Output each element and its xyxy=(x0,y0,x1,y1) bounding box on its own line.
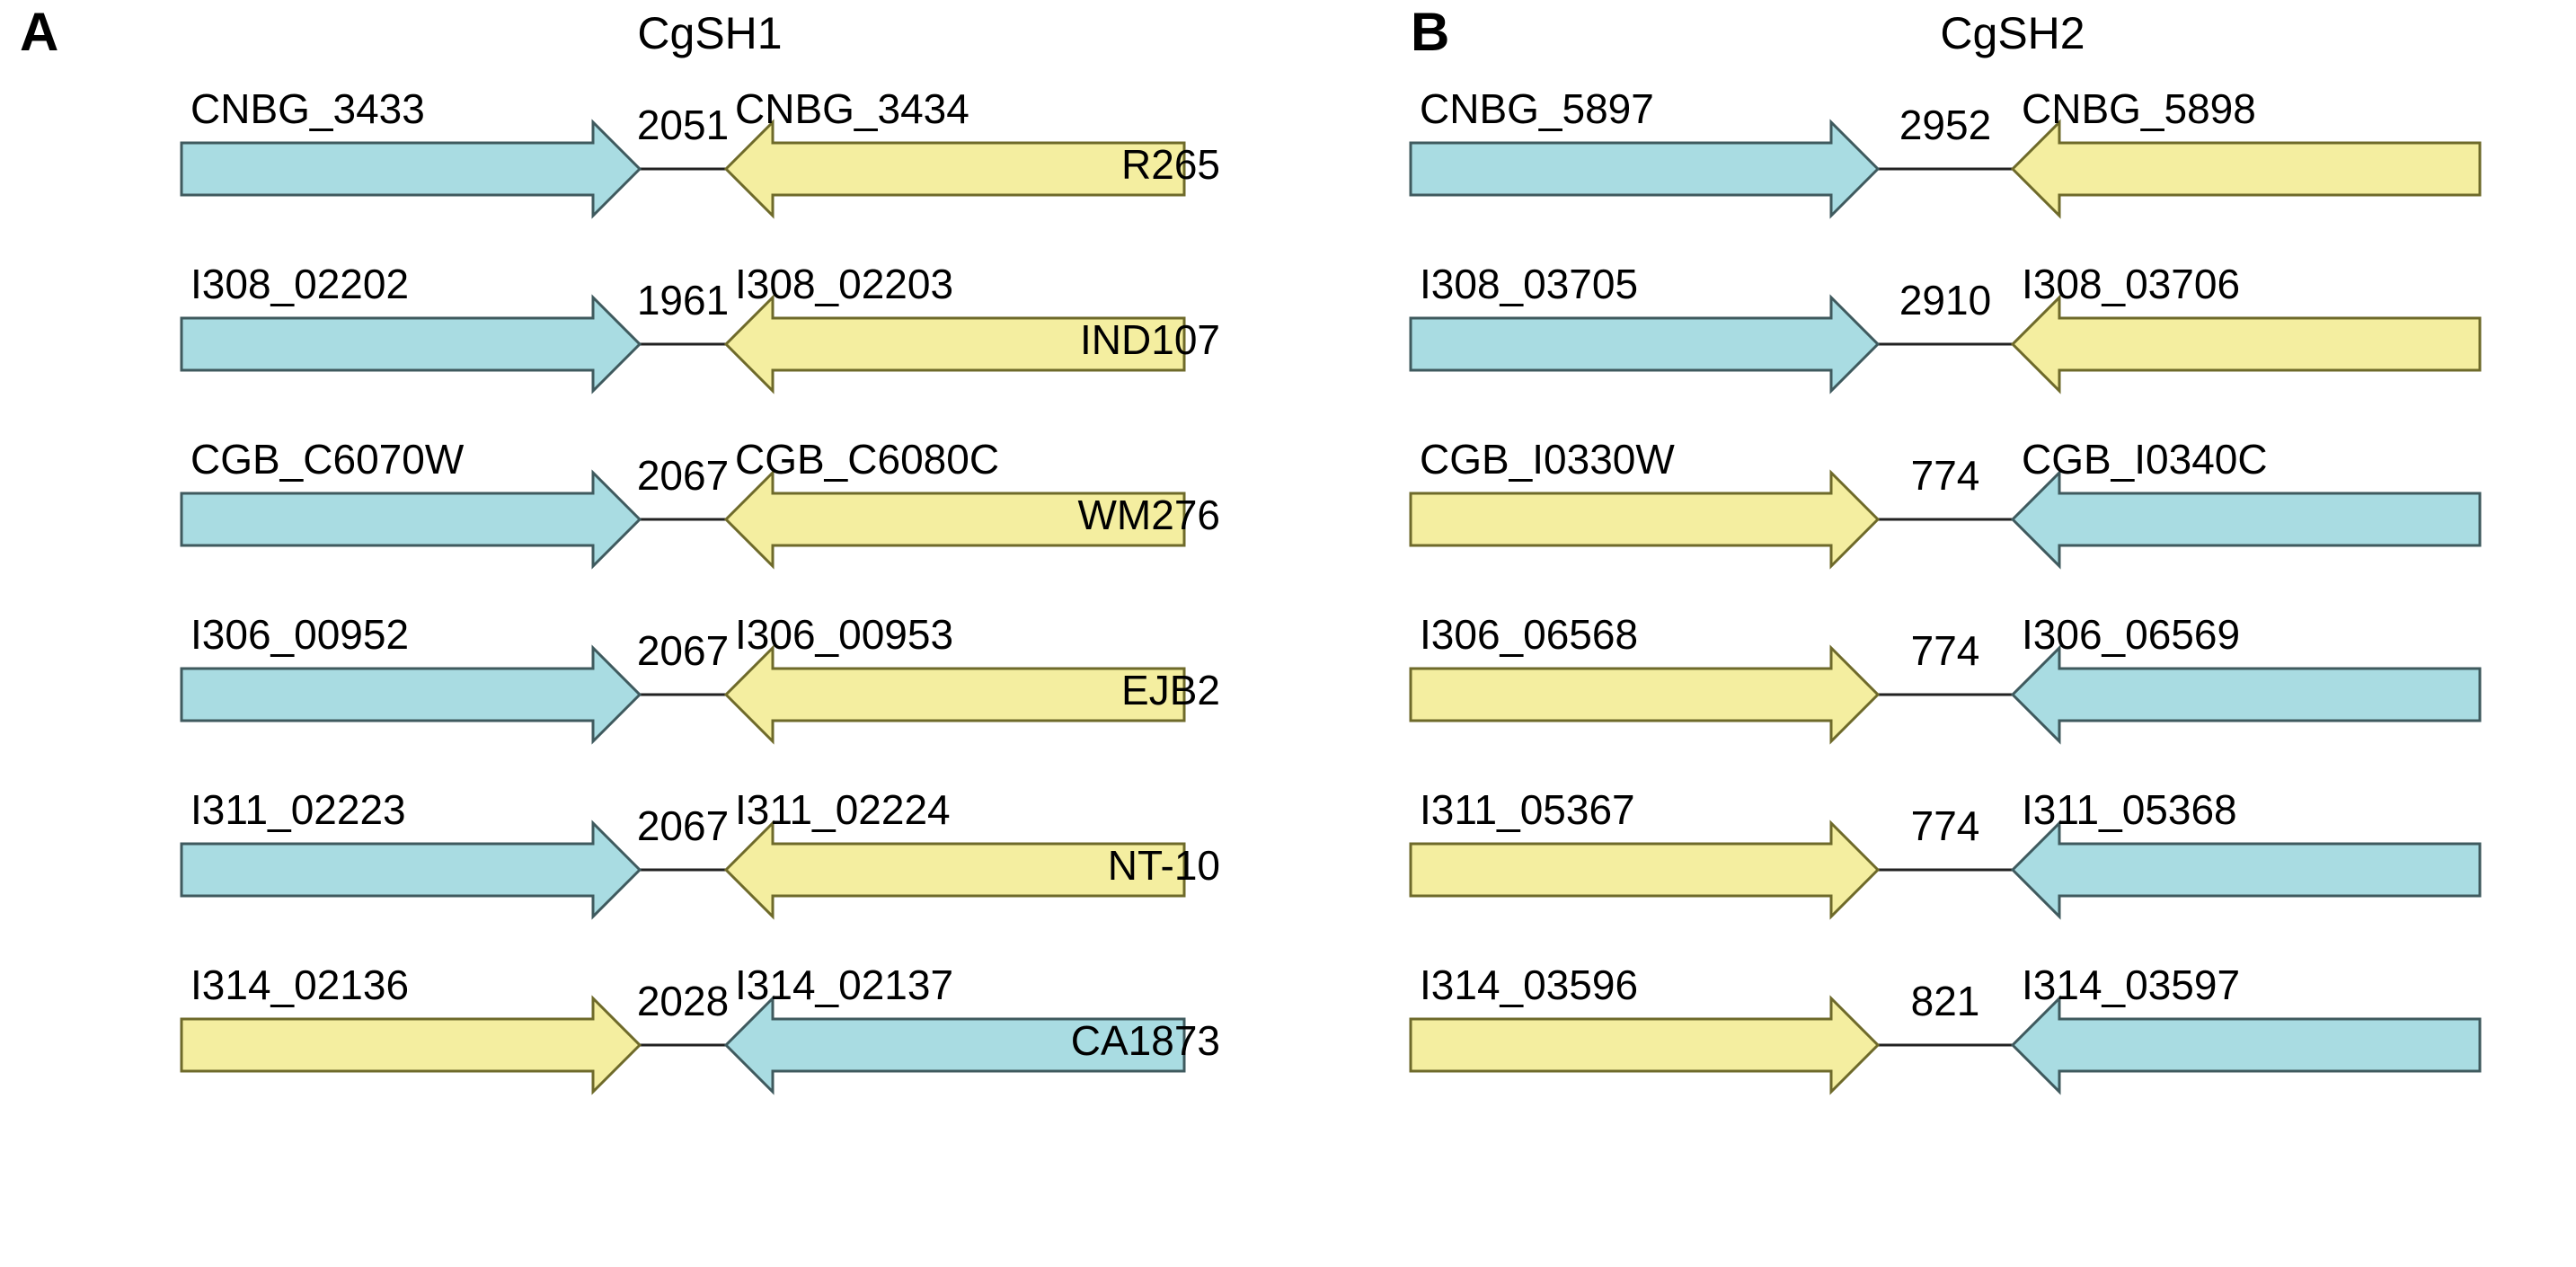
gene-arrow-right[interactable] xyxy=(723,294,1186,394)
gene-label-left: I306_06568 xyxy=(1420,611,1639,658)
gene-label-left: I314_02136 xyxy=(190,961,410,1008)
gene-arrow-right[interactable] xyxy=(723,119,1186,219)
intergenic-distance-label: 2067 xyxy=(636,452,730,499)
gene-label-left: CGB_C6070W xyxy=(190,436,465,483)
gene-arrow-left[interactable] xyxy=(1409,119,1881,219)
synteny-row: I308_03705 I308_03706 2910 xyxy=(1402,254,2576,430)
gene-arrow-left[interactable] xyxy=(1409,644,1881,745)
gene-arrow-right[interactable] xyxy=(723,820,1186,920)
gene-label-left: I314_03596 xyxy=(1420,961,1639,1008)
gene-label-right: I314_03597 xyxy=(2022,961,2241,1008)
gene-arrow-left[interactable] xyxy=(180,995,642,1095)
gene-label-right: CGB_C6080C xyxy=(735,436,1000,483)
intergenic-distance-label: 2067 xyxy=(636,802,730,849)
panel-a-arrow-layer xyxy=(180,119,1186,1095)
gene-label-left: CGB_I0330W xyxy=(1420,436,1675,483)
intergenic-distance-label: 2028 xyxy=(636,978,730,1024)
gene-label-right: CNBG_5898 xyxy=(2022,85,2256,132)
gene-label-left: I308_03705 xyxy=(1420,261,1639,307)
intergenic-distance-label: 2051 xyxy=(636,102,730,148)
gene-arrow-right[interactable] xyxy=(2010,294,2482,394)
strain-label: EJB2 xyxy=(1121,667,1220,713)
gene-arrow-left[interactable] xyxy=(1409,820,1881,920)
gene-label-right: I308_02203 xyxy=(735,261,954,307)
gene-label-left: CNBG_3433 xyxy=(190,85,425,132)
gene-arrow-right[interactable] xyxy=(2010,820,2482,920)
synteny-row: I311_05367 I311_05368 774 xyxy=(1402,780,2576,955)
gene-arrow-left[interactable] xyxy=(180,644,642,745)
gene-arrow-right[interactable] xyxy=(2010,469,2482,570)
synteny-row: I314_03596 I314_03597 821 xyxy=(1402,955,2576,1130)
gene-arrow-left[interactable] xyxy=(1409,469,1881,570)
gene-arrow-left[interactable] xyxy=(180,469,642,570)
gene-label-right: I308_03706 xyxy=(2022,261,2241,307)
gene-arrow-right[interactable] xyxy=(723,469,1186,570)
intergenic-distance-label: 2067 xyxy=(636,627,730,674)
gene-arrow-left[interactable] xyxy=(180,119,642,219)
gene-label-left: I311_05367 xyxy=(1420,786,1635,833)
gene-arrow-left[interactable] xyxy=(1409,995,1881,1095)
panel-b-title: CgSH2 xyxy=(1940,8,2085,58)
synteny-row: I306_06568 I306_06569 774 xyxy=(1402,605,2576,780)
strain-label: R265 xyxy=(1121,141,1220,188)
intergenic-distance-label: 2952 xyxy=(1899,102,1992,148)
strain-label: IND107 xyxy=(1080,316,1220,363)
gene-label-right: I306_00953 xyxy=(735,611,954,658)
strain-label: WM276 xyxy=(1077,492,1220,538)
gene-arrow-right[interactable] xyxy=(723,644,1186,745)
panel-b-arrow-layer xyxy=(1409,119,2482,1095)
gene-label-right: CGB_I0340C xyxy=(2022,436,2268,483)
intergenic-distance-label: 774 xyxy=(1910,627,1980,674)
intergenic-distance-label: 774 xyxy=(1910,452,1980,499)
gene-label-right: I311_05368 xyxy=(2022,786,2237,833)
gene-label-left: CNBG_5897 xyxy=(1420,85,1654,132)
gene-arrow-right[interactable] xyxy=(723,995,1186,1095)
gene-label-right: CNBG_3434 xyxy=(735,85,969,132)
gene-label-right: I314_02137 xyxy=(735,961,954,1008)
synteny-row: CGB_I0330W CGB_I0340C 774 xyxy=(1402,430,2576,605)
gene-label-right: I311_02224 xyxy=(735,786,951,833)
gene-arrow-left[interactable] xyxy=(180,294,642,394)
panel-a-title: CgSH1 xyxy=(637,8,783,58)
gene-arrow-right[interactable] xyxy=(2010,119,2482,219)
intergenic-distance-label: 821 xyxy=(1910,978,1980,1024)
gene-label-left: I306_00952 xyxy=(190,611,410,658)
strain-label: NT-10 xyxy=(1107,842,1220,889)
gene-arrow-left[interactable] xyxy=(1409,294,1881,394)
intergenic-distance-label: 2910 xyxy=(1899,277,1992,323)
synteny-row: CNBG_5897 CNBG_5898 2952 xyxy=(1402,79,2576,254)
intergenic-distance-label: 1961 xyxy=(636,277,730,323)
gene-label-left: I311_02223 xyxy=(190,786,406,833)
gene-arrow-right[interactable] xyxy=(2010,995,2482,1095)
panel-a-letter: A xyxy=(20,2,59,62)
gene-arrow-right[interactable] xyxy=(2010,644,2482,745)
gene-label-right: I306_06569 xyxy=(2022,611,2241,658)
gene-arrow-left[interactable] xyxy=(180,820,642,920)
panel-b-letter: B xyxy=(1411,2,1450,62)
intergenic-distance-label: 774 xyxy=(1910,802,1980,849)
strain-label: CA1873 xyxy=(1070,1017,1220,1064)
gene-label-left: I308_02202 xyxy=(190,261,410,307)
